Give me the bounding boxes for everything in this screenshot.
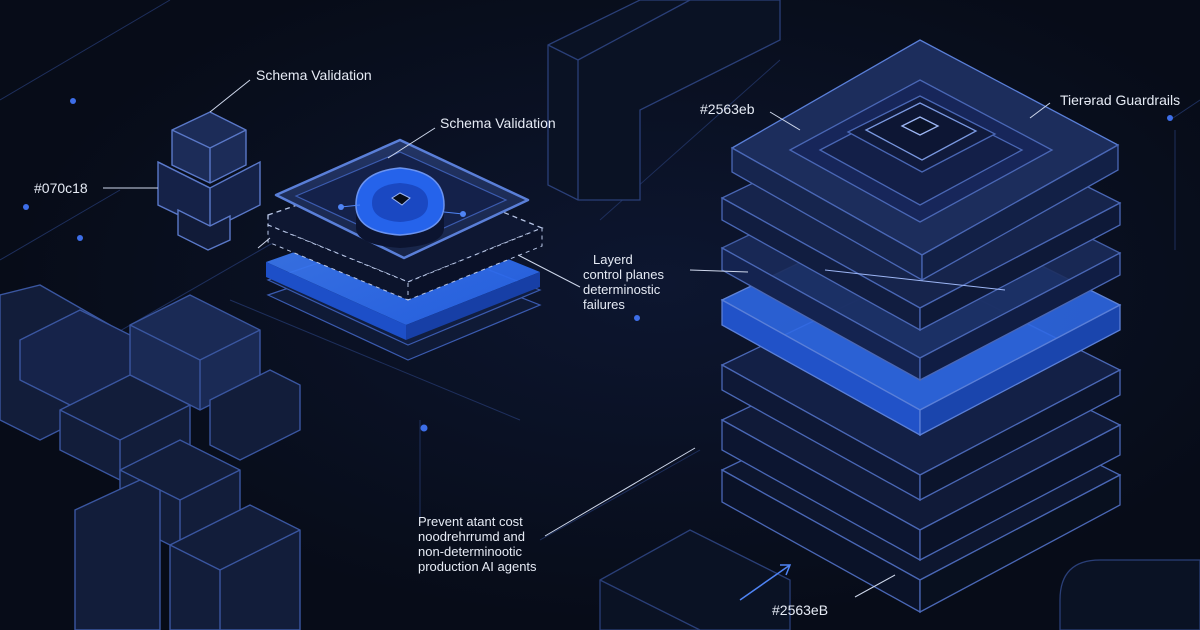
label-schema-validation-top: Schema Validation [256, 67, 372, 83]
label-layered-control-line-2: control planes [583, 267, 664, 282]
label-hex-bottom: #2563eB [772, 602, 829, 618]
small-cube [157, 111, 261, 251]
center-module [266, 138, 544, 361]
label-schema-validation-center: Schema Validation [440, 115, 556, 131]
label-prevent-note-line-1: Prevent atant cost [418, 514, 523, 529]
label-layered-control-line-3: determinostic [583, 282, 661, 297]
label-prevent-note-line-3: non-determinootic [418, 544, 523, 559]
left-maze-blocks [0, 284, 301, 630]
label-prevent-note: Prevent atant cost noodrehrrumd and non-… [418, 514, 537, 574]
label-prevent-note-line-4: production AI agents [418, 559, 537, 574]
label-prevent-note-line-2: noodrehrrumd and [418, 529, 525, 544]
label-layered-control-line-4: failures [583, 297, 625, 312]
node-dots [23, 98, 1173, 432]
flow-arrow [739, 564, 792, 601]
bottom-background-frames [599, 529, 1200, 630]
label-hex-right-top: #2563eb [700, 101, 755, 117]
annotation-leaders [103, 79, 1051, 598]
label-layered-control: Layerd control planes determinostic fail… [583, 252, 664, 312]
label-hex-left: #070c18 [34, 180, 88, 196]
label-layered-control-line-1: Layerd [593, 252, 633, 267]
label-tiered-guardrails: Tierərad Guardrails [1060, 92, 1181, 108]
background-pillar [547, 0, 781, 201]
right-layer-stack [720, 39, 1122, 614]
